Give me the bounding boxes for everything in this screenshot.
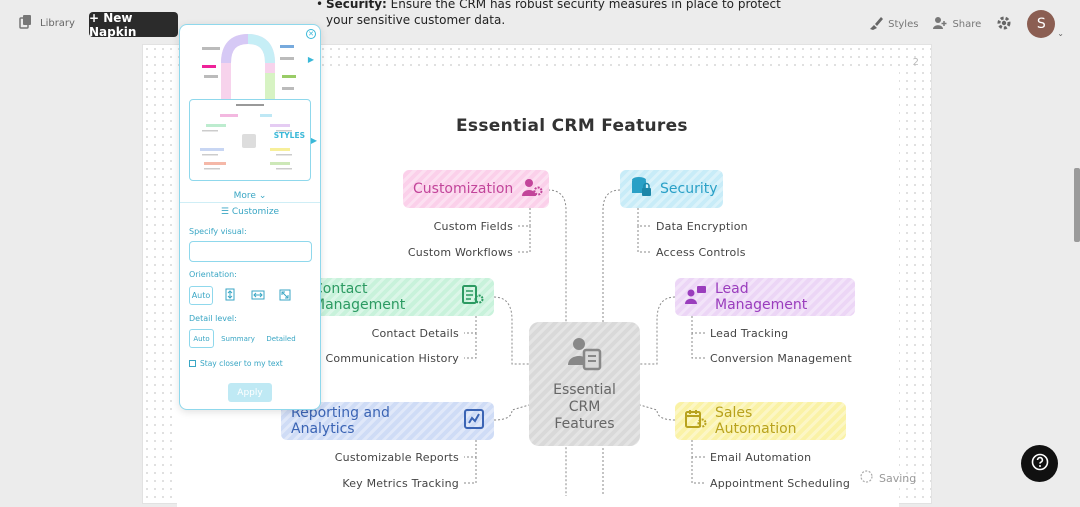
top-right-actions: Styles Share S ⌄ [868, 10, 1064, 38]
styles-label: Styles [888, 18, 919, 30]
leaf-access-controls[interactable]: Access Controls [656, 246, 746, 259]
leaf-email-automation[interactable]: Email Automation [710, 451, 812, 464]
more-styles-toggle[interactable]: More ⌄ [180, 191, 320, 201]
report-chart-icon [464, 409, 484, 433]
vertical-arrows-icon [225, 288, 235, 303]
top-bar: Library + New Napkin Styles Share S ⌄ [0, 0, 1080, 46]
node-customization[interactable]: Customization [403, 170, 549, 208]
node-sales-automation[interactable]: Sales Automation [675, 402, 846, 440]
detail-summary-button[interactable]: Summary [221, 334, 255, 343]
node-security[interactable]: Security [620, 170, 723, 208]
styles-button[interactable]: Styles [868, 15, 918, 34]
diagonal-arrows-icon [279, 289, 291, 303]
specify-visual-input[interactable] [189, 241, 312, 262]
settings-gear-icon[interactable] [995, 14, 1013, 35]
account-menu[interactable]: S ⌄ [1027, 10, 1064, 38]
saving-label: Saving [879, 471, 917, 485]
node-label: Customization [413, 181, 514, 197]
document-bullet: • Security: Ensure the CRM has robust se… [316, 0, 786, 28]
center-node[interactable]: Essential CRM Features [529, 322, 640, 446]
page-number: 2 [912, 57, 919, 68]
avatar[interactable]: S [1027, 10, 1056, 38]
user-gear-icon [521, 177, 543, 201]
add-user-icon [932, 15, 948, 34]
new-napkin-button[interactable]: + New Napkin [89, 11, 178, 39]
center-line-3: Features [554, 416, 615, 432]
customize-label: Customize [231, 207, 280, 217]
user-document-icon [567, 335, 603, 376]
checkbox-box[interactable] [189, 360, 196, 367]
node-label: Security [660, 181, 718, 197]
style-thumbnail-arch[interactable]: ▶ [188, 33, 314, 101]
detail-level-label: Detail level: [189, 314, 237, 323]
orientation-square-button[interactable] [273, 286, 297, 305]
styles-tag: STYLES [273, 131, 305, 140]
library-button[interactable]: Library [18, 14, 75, 33]
specify-visual-label: Specify visual: [189, 227, 247, 236]
node-label: Contact Management [313, 281, 406, 313]
calendar-gear-icon [685, 409, 707, 433]
more-label: More [233, 191, 256, 201]
apply-button[interactable]: Apply [228, 383, 272, 402]
library-label: Library [40, 18, 75, 29]
lead-chat-icon [685, 285, 707, 309]
customize-toggle[interactable]: ☰ Customize [180, 207, 320, 217]
play-arrow-icon: ▶ [310, 136, 317, 145]
help-button[interactable] [1021, 445, 1058, 482]
leaf-custom-fields[interactable]: Custom Fields [433, 220, 513, 233]
saving-status: Saving [860, 470, 916, 486]
horizontal-arrows-icon [251, 290, 265, 302]
bullet-bold-text: Security: [326, 0, 387, 11]
style-panel: ▶ STYLES ▶ ✕ More ⌄ ☰ Customize Specify … [179, 24, 321, 410]
close-icon[interactable]: ✕ [306, 29, 316, 39]
stay-closer-checkbox[interactable]: Stay closer to my text [189, 359, 283, 368]
orientation-label: Orientation: [189, 270, 237, 279]
diagram-title: Essential CRM Features [456, 116, 688, 136]
database-lock-icon [630, 176, 652, 202]
bullet-dot: • [316, 0, 324, 11]
diagram-connectors [464, 189, 706, 496]
detail-auto-button[interactable]: Auto [189, 329, 214, 348]
share-button[interactable]: Share [932, 15, 981, 34]
leaf-contact-details[interactable]: Contact Details [371, 327, 459, 340]
leaf-data-encryption[interactable]: Data Encryption [656, 220, 748, 233]
sliders-icon: ☰ [220, 207, 229, 217]
node-label: Lead Management [715, 281, 808, 313]
spinner-icon [860, 470, 873, 486]
checkbox-label: Stay closer to my text [200, 359, 283, 368]
chevron-down-icon: ⌄ [1057, 29, 1064, 38]
detail-detailed-button[interactable]: Detailed [266, 334, 296, 343]
contact-book-icon [462, 285, 484, 309]
leaf-conversion-management[interactable]: Conversion Management [710, 352, 852, 365]
center-line-2: CRM [568, 399, 601, 415]
style-thumbnail-mindmap-selected[interactable]: STYLES [189, 99, 311, 181]
question-mark-icon [1031, 453, 1049, 475]
library-icon [18, 14, 34, 33]
page-scrollbar[interactable] [1074, 168, 1080, 242]
orientation-horizontal-button[interactable] [246, 286, 270, 305]
chevron-down-icon: ⌄ [258, 191, 267, 201]
share-label: Share [952, 18, 982, 30]
leaf-key-metrics-tracking[interactable]: Key Metrics Tracking [342, 477, 459, 490]
leaf-customizable-reports[interactable]: Customizable Reports [334, 451, 459, 464]
style-thumbnails: ▶ STYLES ▶ ✕ [180, 25, 320, 203]
node-contact-management[interactable]: Contact Management [303, 278, 494, 316]
play-arrow-icon: ▶ [307, 55, 314, 64]
leaf-custom-workflows[interactable]: Custom Workflows [407, 246, 513, 259]
leaf-communication-history[interactable]: Communication History [325, 352, 459, 365]
paintbrush-icon [868, 15, 884, 34]
node-label: Reporting and Analytics [291, 405, 390, 437]
node-label: Sales Automation [715, 405, 797, 437]
orientation-vertical-button[interactable] [218, 286, 242, 305]
leaf-appointment-scheduling[interactable]: Appointment Scheduling [710, 477, 851, 490]
orientation-auto-button[interactable]: Auto [189, 286, 213, 305]
leaf-lead-tracking[interactable]: Lead Tracking [710, 327, 789, 340]
node-lead-management[interactable]: Lead Management [675, 278, 855, 316]
bullet-text: Ensure the CRM has robust security measu… [326, 0, 781, 27]
center-line-1: Essential [553, 382, 616, 398]
